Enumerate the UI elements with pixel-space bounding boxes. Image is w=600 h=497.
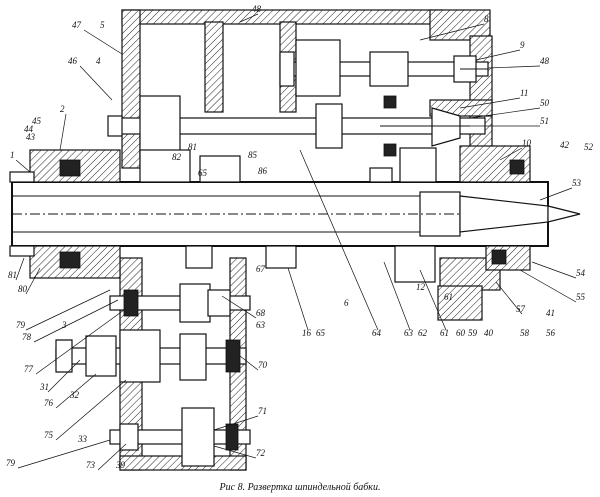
lower-shaft-3 [109, 407, 251, 467]
label-43: 43 [26, 132, 36, 142]
label-40: 40 [484, 328, 494, 338]
label-60: 60 [456, 328, 466, 338]
label-58: 58 [520, 328, 530, 338]
label-53: 53 [572, 178, 582, 188]
label-6: 6 [344, 298, 349, 308]
label-8: 8 [484, 14, 489, 24]
label-3: 3 [61, 320, 67, 330]
label-41: 41 [546, 308, 555, 318]
label-82: 82 [172, 152, 182, 162]
label-50: 50 [540, 98, 550, 108]
label-46: 46 [68, 56, 78, 66]
label-51: 51 [540, 116, 549, 126]
label-32: 32 [69, 390, 80, 400]
label-70: 70 [258, 360, 268, 370]
label-62: 62 [418, 328, 428, 338]
label-1: 1 [10, 150, 15, 160]
label-55: 55 [576, 292, 586, 302]
label-86: 86 [258, 166, 268, 176]
label-54: 54 [576, 268, 586, 278]
label-56: 56 [546, 328, 556, 338]
label-48: 48 [252, 4, 262, 14]
middle-shaft [107, 95, 486, 157]
label-80: 80 [18, 284, 28, 294]
label-63: 63 [256, 320, 266, 330]
label-52: 52 [584, 142, 594, 152]
label-31: 31 [39, 382, 49, 392]
label-65: 65 [198, 168, 208, 178]
spindle-headstock-drawing: 48 8 9 48 11 50 51 10 42 52 53 47 5 46 4… [6, 4, 594, 471]
label-48: 48 [540, 56, 550, 66]
spindle-front-bearing [9, 149, 121, 279]
label-11: 11 [520, 88, 528, 98]
label-65: 65 [316, 328, 326, 338]
label-79: 79 [6, 458, 16, 468]
label-42: 42 [560, 140, 570, 150]
upper-shaft [279, 39, 489, 97]
label-12: 12 [416, 282, 426, 292]
label-47: 47 [72, 20, 82, 30]
label-10: 10 [522, 138, 532, 148]
label-72: 72 [256, 448, 266, 458]
label-5: 5 [100, 20, 105, 30]
lower-shaft-1 [109, 283, 251, 323]
part-labels: 48 8 9 48 11 50 51 10 42 52 53 47 5 46 4… [6, 4, 594, 470]
label-77: 77 [24, 364, 34, 374]
label-73: 73 [86, 460, 96, 470]
label-81: 81 [8, 270, 17, 280]
label-68: 68 [256, 308, 266, 318]
label-63: 63 [404, 328, 414, 338]
label-81: 81 [188, 142, 197, 152]
label-61: 61 [440, 328, 449, 338]
label-76: 76 [44, 398, 54, 408]
label-64: 64 [372, 328, 382, 338]
leader-lines [15, 13, 577, 471]
label-39: 39 [115, 460, 126, 470]
label-4: 4 [96, 56, 101, 66]
label-9: 9 [520, 40, 525, 50]
label-79: 79 [16, 320, 26, 330]
label-85: 85 [248, 150, 258, 160]
center-tip [459, 195, 581, 233]
label-44: 44 [24, 124, 34, 134]
label-59: 59 [468, 328, 478, 338]
label-33: 33 [77, 434, 88, 444]
label-67: 67 [256, 264, 266, 274]
label-78: 78 [22, 332, 32, 342]
label-2: 2 [60, 104, 65, 114]
spindle-rear-bearing [459, 145, 531, 271]
label-57: 57 [516, 304, 526, 314]
label-71: 71 [258, 406, 267, 416]
lower-shaft-2 [55, 329, 247, 383]
figure-caption: Рис 8. Развертка шпиндельной бабки. [219, 482, 381, 493]
label-16: 16 [302, 328, 312, 338]
label-75: 75 [44, 430, 54, 440]
spindle-gears [139, 147, 437, 283]
label-45: 45 [32, 116, 42, 126]
label-61: 61 [444, 292, 453, 302]
